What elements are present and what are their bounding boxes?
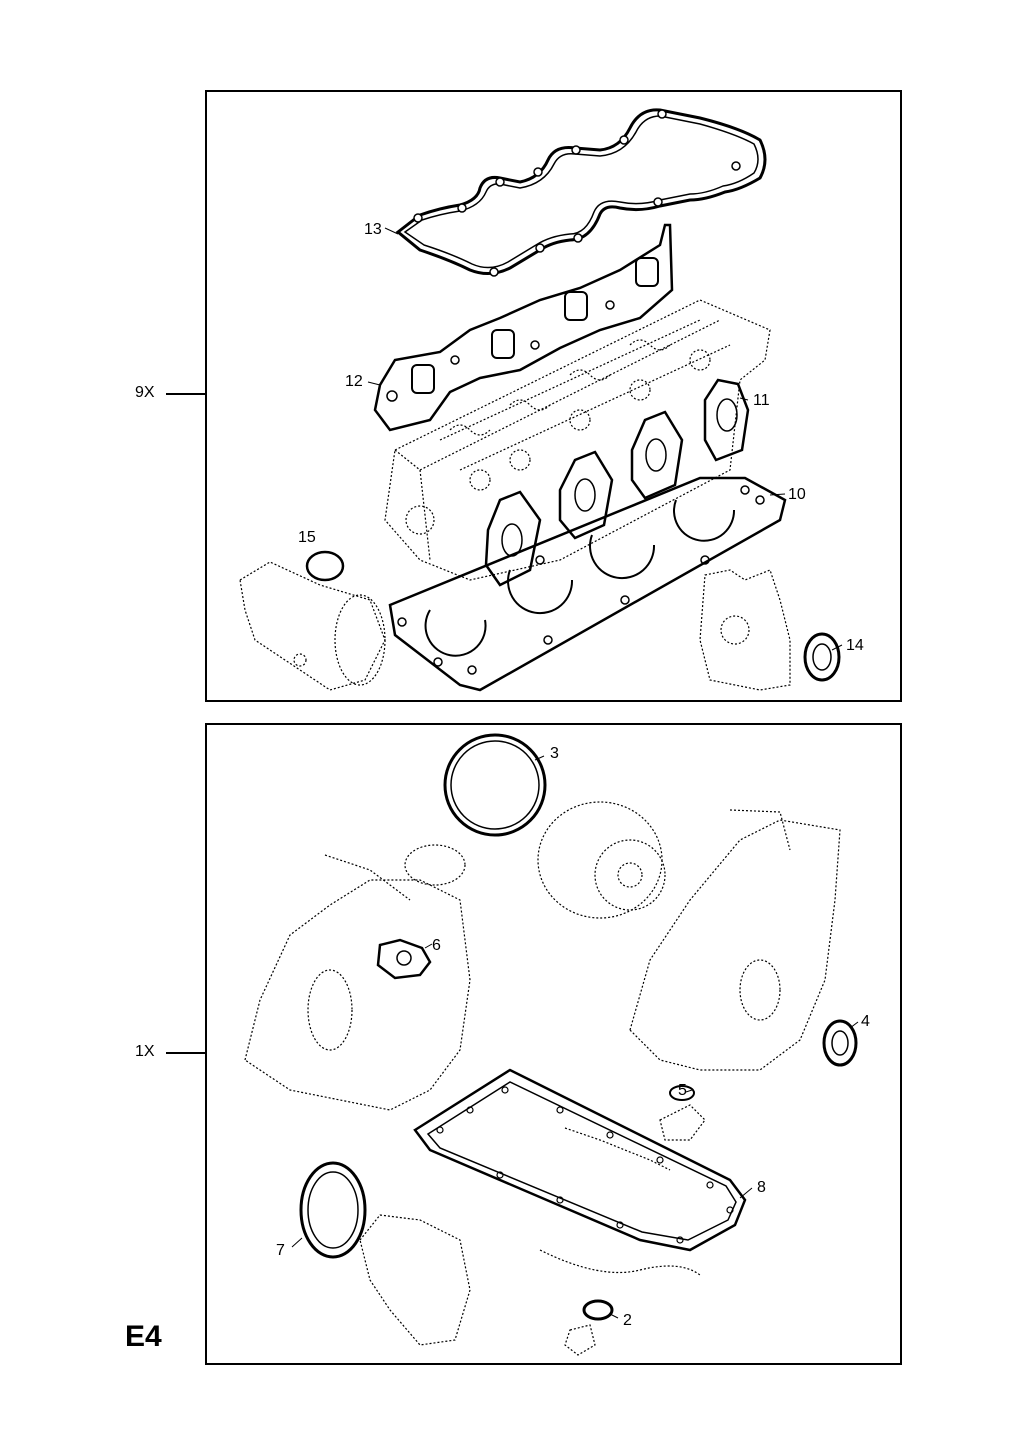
oil-pump-housing bbox=[699, 569, 791, 691]
thermostat-housing bbox=[239, 561, 386, 691]
crankshaft-front-oil-seal bbox=[803, 632, 841, 682]
water-pump bbox=[537, 801, 666, 919]
intake-manifold-gasket bbox=[373, 223, 674, 432]
quantity-label-top: 9X bbox=[135, 384, 155, 401]
callout-14: 14 bbox=[846, 637, 864, 654]
diagram-code: E4 bbox=[125, 1320, 162, 1353]
callout-6: 6 bbox=[432, 937, 441, 954]
valve-cover-gasket-inner bbox=[403, 115, 759, 269]
rear-crankshaft-oil-seal bbox=[299, 1161, 367, 1259]
callout-12: 12 bbox=[345, 373, 363, 390]
quantity-label-bottom: 1X bbox=[135, 1043, 155, 1060]
thermostat-seal bbox=[305, 550, 345, 582]
gasket-set-top-panel bbox=[205, 90, 902, 702]
valve-cover-gasket bbox=[395, 108, 767, 275]
callout-13: 13 bbox=[364, 221, 382, 238]
callout-7: 7 bbox=[276, 1242, 285, 1259]
timing-cover bbox=[629, 809, 841, 1071]
callout-5: 5 bbox=[678, 1082, 687, 1099]
o-ring bbox=[669, 1085, 695, 1101]
pump-flange-gasket bbox=[376, 938, 432, 980]
quantity-leader-bottom bbox=[166, 1052, 206, 1054]
callout-15: 15 bbox=[298, 529, 316, 546]
callout-10: 10 bbox=[788, 486, 806, 503]
drain-plug-seal bbox=[582, 1299, 614, 1321]
gasket-set-bottom-panel bbox=[205, 723, 902, 1365]
engine-block bbox=[244, 844, 471, 1111]
front-crankshaft-oil-seal bbox=[822, 1019, 858, 1067]
cylinder-head-outline bbox=[384, 299, 771, 581]
crankshaft bbox=[359, 1214, 701, 1346]
cylinder-head-gasket bbox=[388, 476, 787, 692]
exhaust-manifold-gaskets bbox=[484, 378, 750, 587]
rear-crankshaft-seal-ring bbox=[443, 733, 547, 837]
callout-3: 3 bbox=[550, 745, 559, 762]
quantity-leader-top bbox=[166, 393, 206, 395]
oil-pan-gasket bbox=[413, 1068, 747, 1252]
callout-11: 11 bbox=[753, 392, 770, 409]
callout-4: 4 bbox=[861, 1013, 870, 1030]
callout-8: 8 bbox=[757, 1179, 766, 1196]
callout-2: 2 bbox=[623, 1312, 632, 1329]
